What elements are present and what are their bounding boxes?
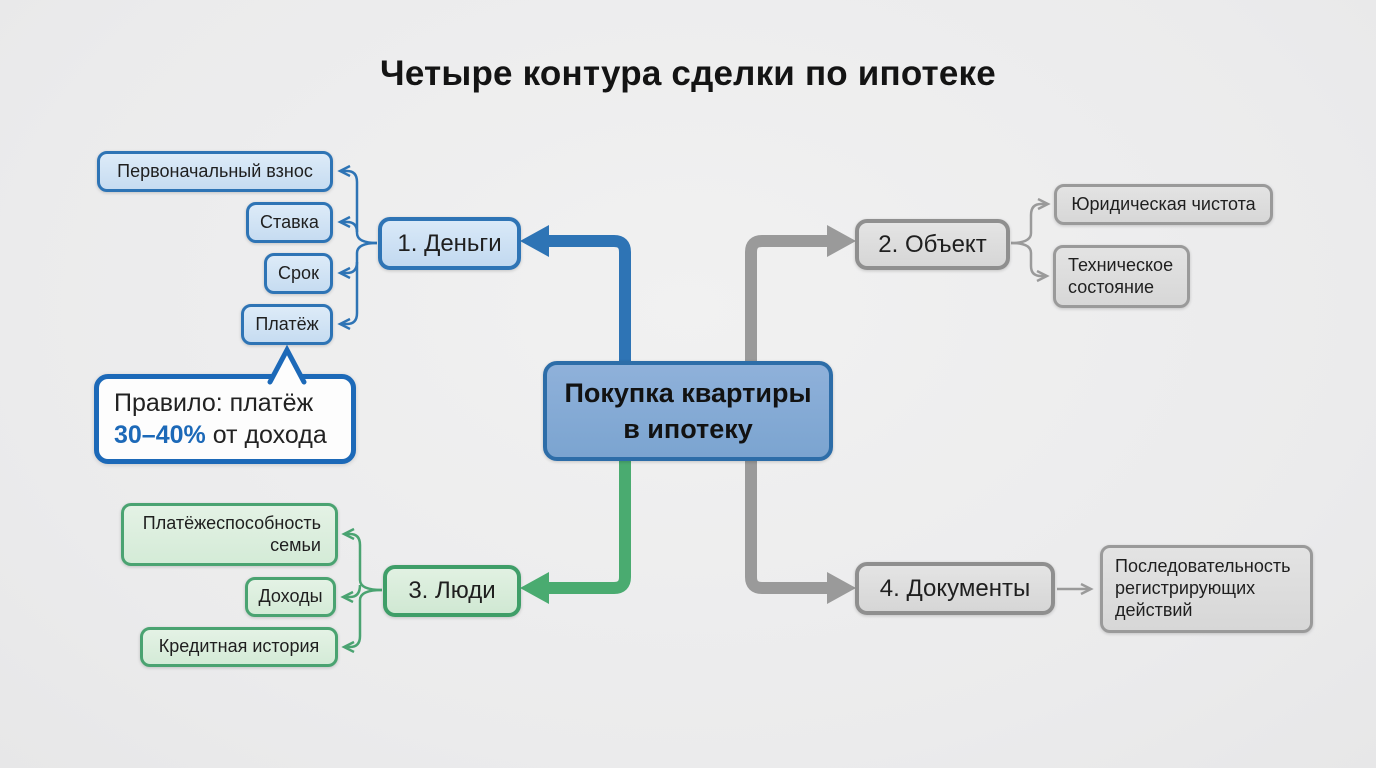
subnode-term: Срок bbox=[264, 253, 333, 294]
branch-object-legal bbox=[1010, 204, 1047, 245]
node-center: Покупка квартиры в ипотеку bbox=[543, 361, 833, 461]
branch-object-technical bbox=[1010, 241, 1046, 276]
subnode-technical-condition: Техническое состояние bbox=[1053, 245, 1190, 308]
branch-people-solvency bbox=[345, 534, 383, 592]
branch-money-down-payment bbox=[341, 171, 378, 245]
subnode-credit-history: Кредитная история bbox=[140, 627, 338, 667]
rule-line1: Правило: платёж bbox=[114, 388, 314, 417]
page-title: Четыре контура сделки по ипотеке bbox=[380, 54, 996, 93]
subnode-income: Доходы bbox=[245, 577, 336, 617]
subnode-legal-purity: Юридическая чистота bbox=[1054, 184, 1273, 225]
subnode-registration-sequence: Последовательность регистрирующих действ… bbox=[1100, 545, 1313, 633]
rule-line2: 30–40% от дохода bbox=[114, 419, 351, 452]
connector-money bbox=[548, 235, 631, 364]
node-documents: 4. Документы bbox=[855, 562, 1055, 615]
arrowhead-object bbox=[827, 225, 856, 257]
rule-rest: от дохода bbox=[205, 421, 327, 449]
branch-money-payment bbox=[341, 241, 378, 324]
branch-money-rate bbox=[341, 222, 359, 233]
node-people: 3. Люди bbox=[383, 565, 521, 617]
connector-documents bbox=[745, 458, 828, 594]
connector-object bbox=[745, 235, 828, 364]
connector-people bbox=[548, 458, 631, 594]
arrowhead-money bbox=[520, 225, 549, 257]
rule-callout: Правило: платёж 30–40% от дохода bbox=[94, 374, 356, 464]
rule-highlight: 30–40% bbox=[114, 421, 206, 449]
subnode-family-solvency: Платёжеспособность семьи bbox=[121, 503, 338, 566]
subnode-down-payment: Первоначальный взнос bbox=[97, 151, 333, 192]
subnode-payment: Платёж bbox=[241, 304, 333, 345]
node-object: 2. Объект bbox=[855, 219, 1010, 270]
arrowhead-documents bbox=[827, 572, 856, 604]
arrowhead-people bbox=[520, 572, 549, 604]
branch-money-term bbox=[341, 261, 359, 273]
node-money: 1. Деньги bbox=[378, 217, 521, 270]
branch-people-income bbox=[344, 584, 362, 597]
branch-people-credit-history bbox=[345, 588, 383, 647]
subnode-rate: Ставка bbox=[246, 202, 333, 243]
